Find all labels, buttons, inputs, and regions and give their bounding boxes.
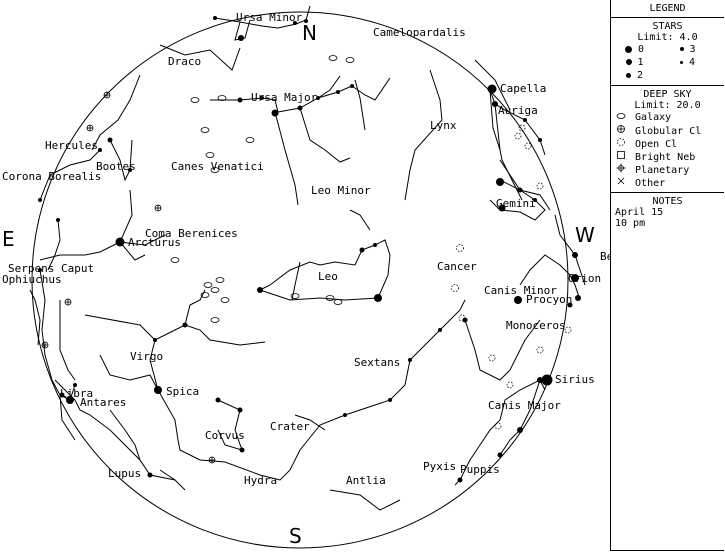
legend-item-nebula: Bright Neb — [613, 150, 722, 163]
magnitude-4-label: 4 — [689, 57, 696, 68]
planetary-nebula-icon — [613, 163, 629, 177]
label-gemini: Gemini — [496, 197, 536, 210]
legend-item-globular: Globular Cl — [613, 124, 722, 137]
stars-limit: Limit: 4.0 — [637, 32, 698, 43]
magnitude-4-icon — [680, 60, 683, 64]
label-lynx: Lynx — [430, 119, 457, 132]
label-lupus: Lupus — [108, 467, 141, 480]
stars — [38, 16, 581, 483]
magnitude-3-label: 3 — [689, 44, 696, 55]
legend-item-label: Bright Neb — [635, 152, 696, 163]
label-canis-minor: Canis Minor — [484, 284, 557, 297]
label-antares: Antares — [80, 396, 126, 409]
label-crater: Crater — [270, 420, 310, 433]
legend-item-label: Galaxy — [635, 112, 672, 123]
open-cluster-icon — [613, 137, 629, 151]
legend-panel: LEGEND STARS Limit: 4.0 0 1 2 3 4 DEEP S… — [610, 0, 724, 551]
label-coma-berenices: Coma Berenices — [145, 227, 238, 240]
legend-item-planetary: Planetary — [613, 163, 722, 176]
globular-clusters — [41, 91, 216, 464]
globular-cluster-icon — [613, 124, 629, 138]
deepsky-section: DEEP SKY Limit: 20.0 Galaxy Globular Cl … — [611, 86, 724, 193]
label-serpens-caput: Serpens Caput — [8, 262, 94, 275]
label-ophiuchus: Ophiuchus — [2, 273, 62, 286]
notes-line: April 15 — [615, 207, 664, 218]
label-hydra: Hydra — [244, 474, 277, 487]
stars-title: STARS — [652, 21, 683, 32]
magnitude-3-icon — [679, 47, 684, 51]
legend-title: LEGEND — [611, 0, 724, 18]
legend-item-label: Other — [635, 178, 666, 189]
direction-north: N — [302, 21, 317, 45]
direction-east: E — [2, 227, 15, 251]
magnitude-2-icon — [626, 72, 631, 78]
label-orion: Orion — [568, 272, 601, 285]
notes-title: NOTES — [652, 196, 683, 207]
label-sextans: Sextans — [354, 356, 400, 369]
label-draco: Draco — [168, 55, 201, 68]
label-spica: Spica — [166, 385, 199, 398]
legend-item-galaxy: Galaxy — [613, 111, 722, 124]
deepsky-limit: Limit: 20.0 — [634, 100, 701, 111]
other-icon — [613, 176, 629, 190]
legend-item-label: Planetary — [635, 165, 690, 176]
magnitude-0-icon — [625, 45, 632, 53]
galaxy-icon — [613, 111, 629, 124]
label-ursa-major: Ursa Major — [251, 91, 318, 104]
label-corvus: Corvus — [205, 429, 245, 442]
label-auriga: Auriga — [498, 104, 538, 117]
label-hercules: Hercules — [45, 139, 98, 152]
label-capella: Capella — [500, 82, 546, 95]
label-antlia: Antlia — [346, 474, 386, 487]
legend-item-label: Open Cl — [635, 139, 678, 150]
label-virgo: Virgo — [130, 350, 163, 363]
label-cancer: Cancer — [437, 260, 477, 273]
label-sirius: Sirius — [555, 373, 595, 386]
label-procyon: Procyon — [526, 293, 572, 306]
open-clusters — [451, 124, 572, 430]
magnitude-1-label: 1 — [637, 57, 644, 68]
direction-west: W — [575, 223, 595, 247]
legend-item-open: Open Cl — [613, 137, 722, 150]
label-monoceros: Monoceros — [506, 319, 566, 332]
label-bete: Bete — [600, 250, 610, 263]
magnitude-2-label: 2 — [637, 70, 644, 81]
label-camelopardalis: Camelopardalis — [373, 26, 466, 39]
label-leo-minor: Leo Minor — [311, 184, 371, 197]
constellation-labels: Ursa Minor Camelopardalis Draco Ursa Maj… — [2, 11, 610, 487]
label-leo: Leo — [318, 270, 338, 283]
galaxies — [170, 55, 355, 323]
label-arcturus: Arcturus — [128, 236, 181, 249]
deepsky-title: DEEP SKY — [643, 89, 692, 100]
star-map: N S E W Ursa Minor Camelopardalis Draco … — [2, 5, 610, 549]
direction-south: S — [289, 524, 302, 548]
label-pyxis: Pyxis — [423, 460, 456, 473]
stars-section: STARS Limit: 4.0 0 1 2 3 4 — [611, 18, 724, 86]
magnitude-1-icon — [625, 59, 632, 65]
notes-section: NOTES April 15 10 pm — [611, 193, 724, 232]
legend-item-label: Globular Cl — [635, 126, 702, 137]
label-ursa-minor: Ursa Minor — [236, 11, 303, 24]
bright-nebula-icon — [613, 150, 629, 164]
notes-line: 10 pm — [615, 218, 646, 229]
label-puppis: Puppis — [460, 463, 500, 476]
magnitude-0-label: 0 — [638, 44, 645, 55]
label-canis-major: Canis Major — [488, 399, 561, 412]
legend-item-other: Other — [613, 176, 722, 189]
label-corona-borealis: Corona Borealis — [2, 170, 101, 183]
horizon-circle — [31, 11, 569, 549]
label-canes-venatici: Canes Venatici — [171, 160, 264, 173]
label-bootes: Bootes — [96, 160, 136, 173]
label-libra: Libra — [60, 387, 93, 400]
